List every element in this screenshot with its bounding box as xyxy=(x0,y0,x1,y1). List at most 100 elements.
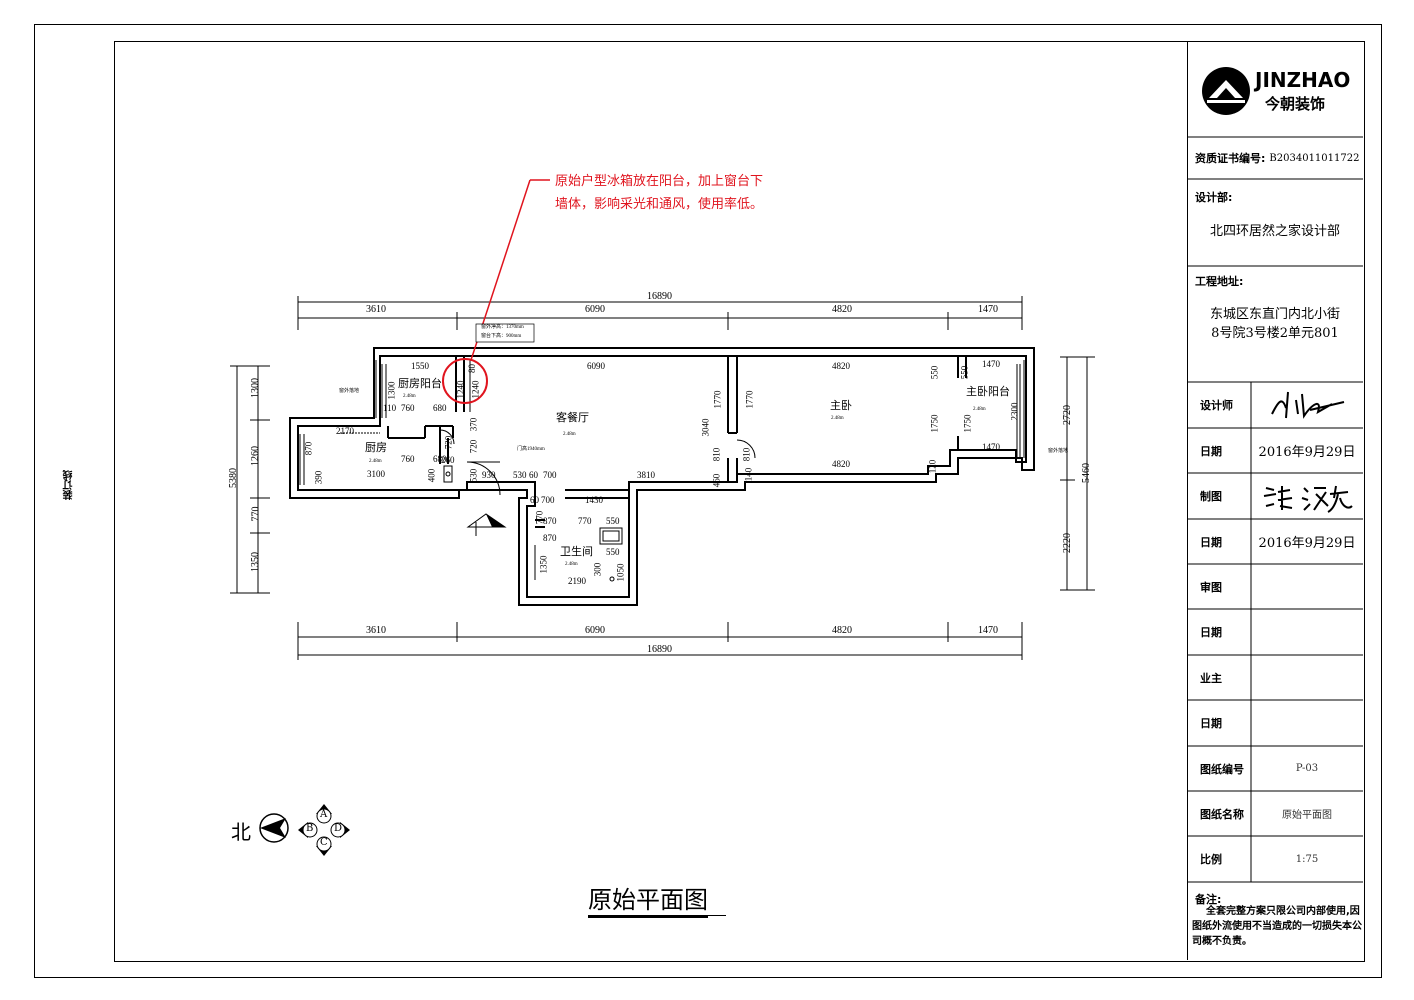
room-kitchen: 厨房 xyxy=(365,442,387,454)
dim-550-b: 550 xyxy=(606,547,620,557)
dim-550-d: 550 xyxy=(959,365,970,380)
left-dim-4: 1350 xyxy=(250,552,261,572)
note-label: 备注: xyxy=(1195,893,1222,906)
dim-870-a: 870 xyxy=(543,516,557,526)
dim-530-b: 530 xyxy=(468,468,479,483)
drawing-title: 原始平面图 xyxy=(588,880,708,918)
top-dim-total: 16890 xyxy=(647,291,672,302)
jinzhao-logo-icon xyxy=(1202,67,1250,115)
window-pipe-right: 窗外落地 xyxy=(1048,449,1069,454)
height-living: 2.48m xyxy=(563,432,576,437)
dim-1770-a: 1770 xyxy=(712,390,723,409)
dim-120: 120 xyxy=(927,459,938,474)
dim-680-b: 680 xyxy=(433,454,447,464)
logo: JINZHAO 今朝装饰 xyxy=(1195,62,1360,120)
annotation-line1: 原始户型冰箱放在阳台，加上窗台下 xyxy=(555,174,764,189)
dim-700-a: 700 xyxy=(543,470,557,480)
compass-letter-d: D xyxy=(334,823,343,834)
room-bathroom: 卫生间 xyxy=(560,546,593,558)
drafter-signature xyxy=(1263,485,1353,513)
bottom-dim-2: 6090 xyxy=(585,625,605,636)
cert-number: B2034011011722 xyxy=(1269,152,1360,164)
dim-770-b: 770 xyxy=(534,510,545,525)
tb-row-value xyxy=(1252,609,1362,655)
height-kitchen: 2.48m xyxy=(369,459,382,464)
tb-row-label: 审图 xyxy=(1200,580,1222,594)
dim-720-a: 720 xyxy=(443,435,454,450)
compass-letter-c: C xyxy=(320,837,328,848)
door-height-note: 门高1940mm xyxy=(517,447,545,452)
dim-1470-b: 1470 xyxy=(982,442,1000,452)
dim-260: 260 xyxy=(441,455,455,465)
left-dim-3: 770 xyxy=(250,506,262,522)
tb-row-value xyxy=(1252,700,1362,746)
tb-row-label: 比例 xyxy=(1200,853,1222,866)
tb-row-label: 制图 xyxy=(1200,490,1222,503)
dim-870-c: 870 xyxy=(303,441,314,456)
dim-1770-b: 1770 xyxy=(744,390,755,409)
doors xyxy=(439,429,756,496)
dim-1750-a: 1750 xyxy=(929,414,940,433)
right-dim-2: 2220 xyxy=(1062,533,1073,553)
dim-460: 460 xyxy=(711,473,722,488)
top-dim-2: 6090 xyxy=(585,304,605,315)
left-dim-total: 5380 xyxy=(228,468,239,488)
compass-icon xyxy=(298,804,350,856)
dim-60-b: 60 xyxy=(530,495,539,505)
bottom-dim-4: 1470 xyxy=(978,625,998,636)
dim-1050: 1050 xyxy=(615,563,626,582)
tb-row-label: 日期 xyxy=(1200,444,1222,458)
dim-1350: 1350 xyxy=(538,555,549,574)
tb-row-value: 2016年9月29日 xyxy=(1258,536,1356,551)
title-block-grid xyxy=(1187,136,1363,883)
title-block xyxy=(1187,41,1364,960)
windows xyxy=(299,360,1025,580)
tb-row-label: 日期 xyxy=(1200,717,1222,730)
dim-1750-b: 1750 xyxy=(962,414,973,433)
annotation-circle xyxy=(442,358,488,404)
dept-value: 北四环居然之家设计部 xyxy=(1209,223,1340,239)
dept-label: 设计部: xyxy=(1195,191,1233,204)
dim-1300: 1300 xyxy=(386,381,397,400)
dim-760-a: 760 xyxy=(401,403,415,413)
inner-border xyxy=(114,41,1365,962)
tb-row-label: 图纸编号 xyxy=(1200,762,1244,776)
note-text: 全套完整方案只限公司内部使用,因图纸外流使用不当造成的一切损失本公司概不负责。 xyxy=(1192,906,1362,947)
tb-row-label: 日期 xyxy=(1200,626,1222,639)
dim-760-b: 760 xyxy=(401,454,415,464)
dim-370: 370 xyxy=(468,417,479,432)
tb-row-value: 2016年9月29日 xyxy=(1258,445,1356,460)
room-kitchen-balcony: 厨房阳台 xyxy=(398,378,442,390)
window-pipe-left: 窗外落地 xyxy=(339,389,360,394)
dim-530: 530 xyxy=(513,470,527,480)
address-line2: 8号院3号楼2单元801 xyxy=(1211,325,1339,341)
dim-1470-a: 1470 xyxy=(982,359,1000,369)
north-label: 北 xyxy=(231,820,251,844)
fixtures xyxy=(340,432,623,582)
tb-row-value: 1:75 xyxy=(1295,853,1319,865)
dim-80: 80 xyxy=(467,364,477,373)
dim-930: 930 xyxy=(482,470,496,480)
dim-810-b: 810 xyxy=(741,447,752,462)
dim-60: 60 xyxy=(529,470,538,480)
walls xyxy=(289,347,1035,606)
window-note-1: 窗外净高：1370mm xyxy=(481,325,524,330)
dim-680-a: 680 xyxy=(433,403,447,413)
dim-3100: 3100 xyxy=(367,469,385,479)
dim-3810: 3810 xyxy=(637,470,655,480)
dim-3040: 3040 xyxy=(700,418,711,437)
right-dim-1: 2720 xyxy=(1062,405,1073,425)
dim-1240-b: 1240 xyxy=(470,380,481,399)
dim-400: 400 xyxy=(426,468,437,483)
tb-row-label: 设计师 xyxy=(1200,399,1233,412)
designer-signature xyxy=(1271,391,1345,419)
drawing-title-underline xyxy=(588,915,726,916)
bottom-dim-1: 3610 xyxy=(366,625,386,636)
top-dim-1: 3610 xyxy=(366,304,386,315)
top-dim-3: 4820 xyxy=(832,304,852,315)
tb-row-value: P-03 xyxy=(1295,763,1319,774)
dim-2190: 2190 xyxy=(568,576,586,586)
room-master-balcony: 主卧阳台 xyxy=(966,386,1010,398)
tb-row-label: 日期 xyxy=(1200,535,1222,549)
compass-letter-b: B xyxy=(306,823,314,834)
